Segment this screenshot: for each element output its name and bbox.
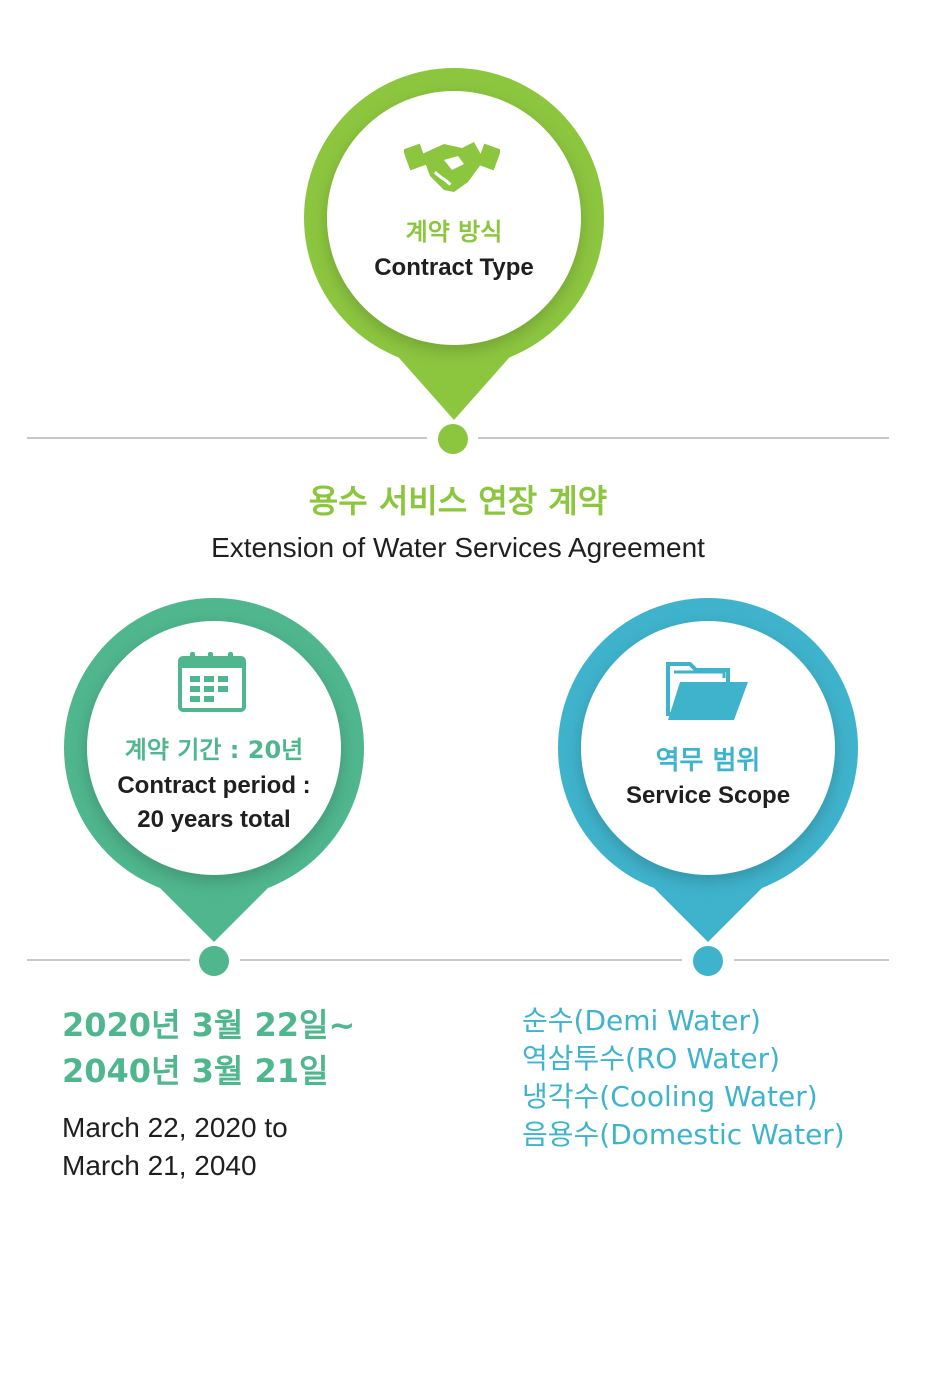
contract-period-title-ko: 계약 기간 : 20년	[124, 736, 304, 764]
divider-bottom-left	[27, 959, 190, 961]
pin-anchor-dot-teal	[199, 946, 229, 976]
pin-anchor-dot-blue	[693, 946, 723, 976]
pin-anchor-dot-green	[438, 424, 468, 454]
scope-item-ro: 역삼투수(RO Water)	[522, 1042, 781, 1075]
agreement-title-ko: 용수 서비스 연장 계약	[308, 482, 608, 520]
period-dates-ko-1: 2020년 3월 22일~	[62, 1006, 356, 1044]
scope-list: 순수(Demi Water) 역삼투수(RO Water) 냉각수(Coolin…	[522, 1002, 845, 1154]
calendar-icon	[178, 652, 246, 712]
period-dates-en-1: March 22, 2020 to	[62, 1112, 288, 1143]
scope-item-demi: 순수(Demi Water)	[522, 1004, 761, 1037]
service-scope-title-en: Service Scope	[625, 782, 791, 809]
handshake-icon	[404, 142, 500, 192]
contract-type-title-en: Contract Type	[374, 254, 534, 281]
contract-period-pin	[64, 598, 364, 942]
period-dates-en-2: March 21, 2040	[62, 1150, 257, 1181]
divider-top-right	[478, 437, 889, 439]
contract-period-title-en-1: Contract period :	[117, 772, 311, 799]
contract-type-title-ko: 계약 방식	[405, 218, 503, 246]
contract-period-title-en-2: 20 years total	[137, 806, 291, 833]
service-scope-pin	[558, 598, 858, 942]
service-scope-title-ko: 역무 범위	[655, 746, 761, 776]
divider-bottom-middle	[240, 959, 682, 961]
divider-bottom-right	[734, 959, 889, 961]
contract-type-pin	[304, 68, 604, 420]
divider-top-left	[27, 437, 427, 439]
folder-icon	[666, 662, 748, 720]
scope-item-cooling: 냉각수(Cooling Water)	[522, 1080, 818, 1113]
scope-item-domestic: 음용수(Domestic Water)	[522, 1118, 845, 1151]
agreement-title-en: Extension of Water Services Agreement	[211, 532, 705, 563]
period-dates-ko-2: 2040년 3월 21일	[62, 1052, 329, 1090]
